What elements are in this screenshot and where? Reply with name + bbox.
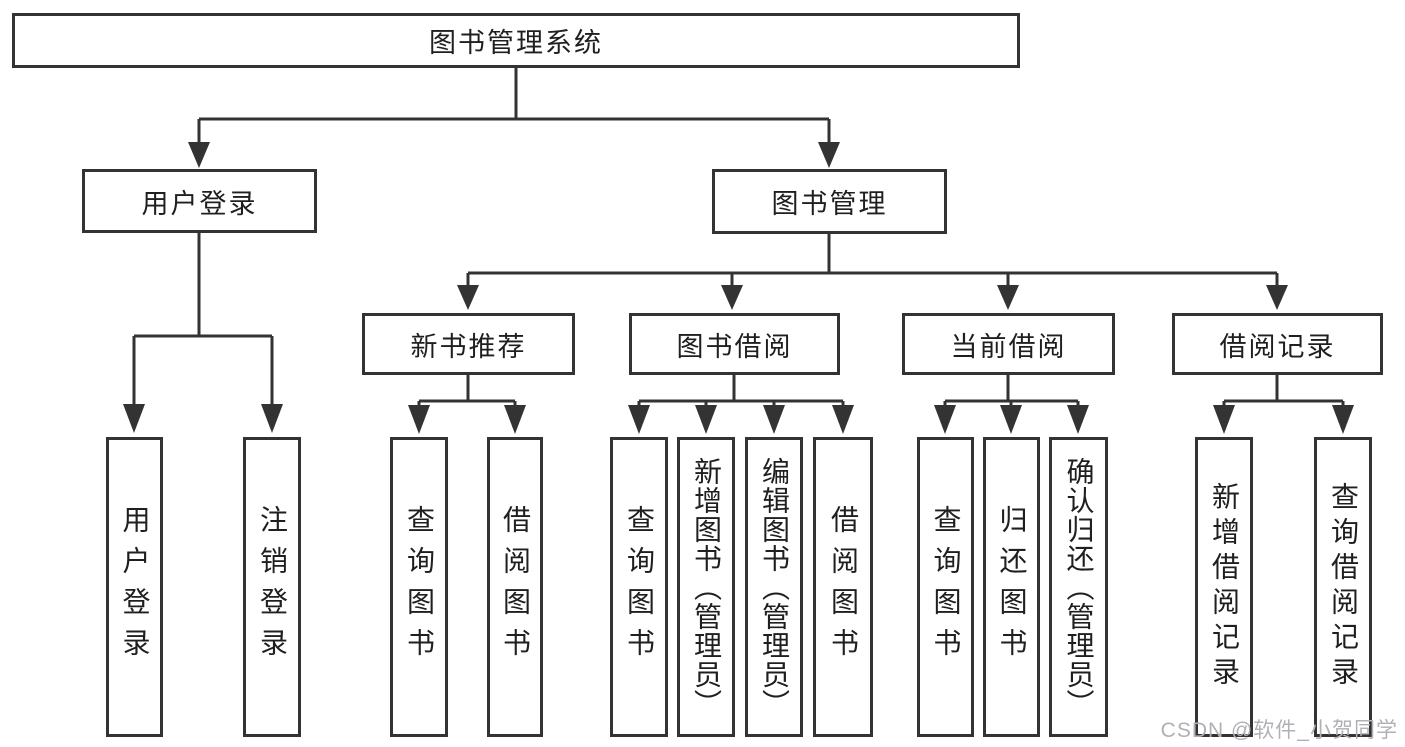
leaf-logout-login: 注销登录 xyxy=(243,437,301,737)
leaf-query-book-1: 查询图书 xyxy=(390,437,448,737)
leaf-query-borrow-record: 查询借阅记录 xyxy=(1314,437,1372,737)
arrowheads-new-book-rec-leaves xyxy=(408,405,526,434)
arrowheads-borrow-records-leaves xyxy=(1213,405,1354,434)
leaf-add-book-admin: 新增图书（管理员） xyxy=(677,437,735,737)
leaf-query-book-3: 查询图书 xyxy=(917,437,974,737)
connector-current-borrow-branch xyxy=(943,375,1080,407)
connector-book-borrow-branch xyxy=(637,375,845,407)
csdn-watermark: CSDN @软件_小贺同学 xyxy=(1160,719,1398,742)
node-new-book-recommend: 新书推荐 xyxy=(362,313,575,375)
node-current-borrow: 当前借阅 xyxy=(902,313,1115,375)
leaf-query-book-2: 查询图书 xyxy=(610,437,668,737)
connector-book-mgmt-branch xyxy=(466,234,1279,287)
leaf-edit-book-admin: 编辑图书（管理员） xyxy=(745,437,803,737)
arrowheads-level2 xyxy=(188,142,840,168)
leaf-borrow-book-2: 借阅图书 xyxy=(813,437,873,737)
connector-borrow-records-branch xyxy=(1222,375,1345,407)
node-book-management: 图书管理 xyxy=(712,169,947,234)
arrowheads-current-borrow-leaves xyxy=(934,405,1089,434)
leaf-add-borrow-record: 新增借阅记录 xyxy=(1195,437,1253,737)
connector-new-book-rec-branch xyxy=(417,375,517,407)
arrowheads-book-borrow-leaves xyxy=(628,405,854,434)
node-system-root: 图书管理系统 xyxy=(12,13,1020,68)
connector-user-login-branch xyxy=(132,233,274,406)
leaf-confirm-return-admin: 确认归还（管理员） xyxy=(1049,437,1108,737)
arrowheads-level3 xyxy=(457,285,1288,310)
leaf-return-book: 归还图书 xyxy=(983,437,1040,737)
leaf-borrow-book-1: 借阅图书 xyxy=(487,437,543,737)
node-borrow-records: 借阅记录 xyxy=(1172,313,1383,375)
node-book-borrow: 图书借阅 xyxy=(629,313,840,375)
node-user-login: 用户登录 xyxy=(82,169,317,233)
leaf-user-login: 用户登录 xyxy=(106,437,163,737)
connector-root-to-branches xyxy=(197,68,831,144)
arrowheads-user-login-leaves xyxy=(123,404,283,433)
